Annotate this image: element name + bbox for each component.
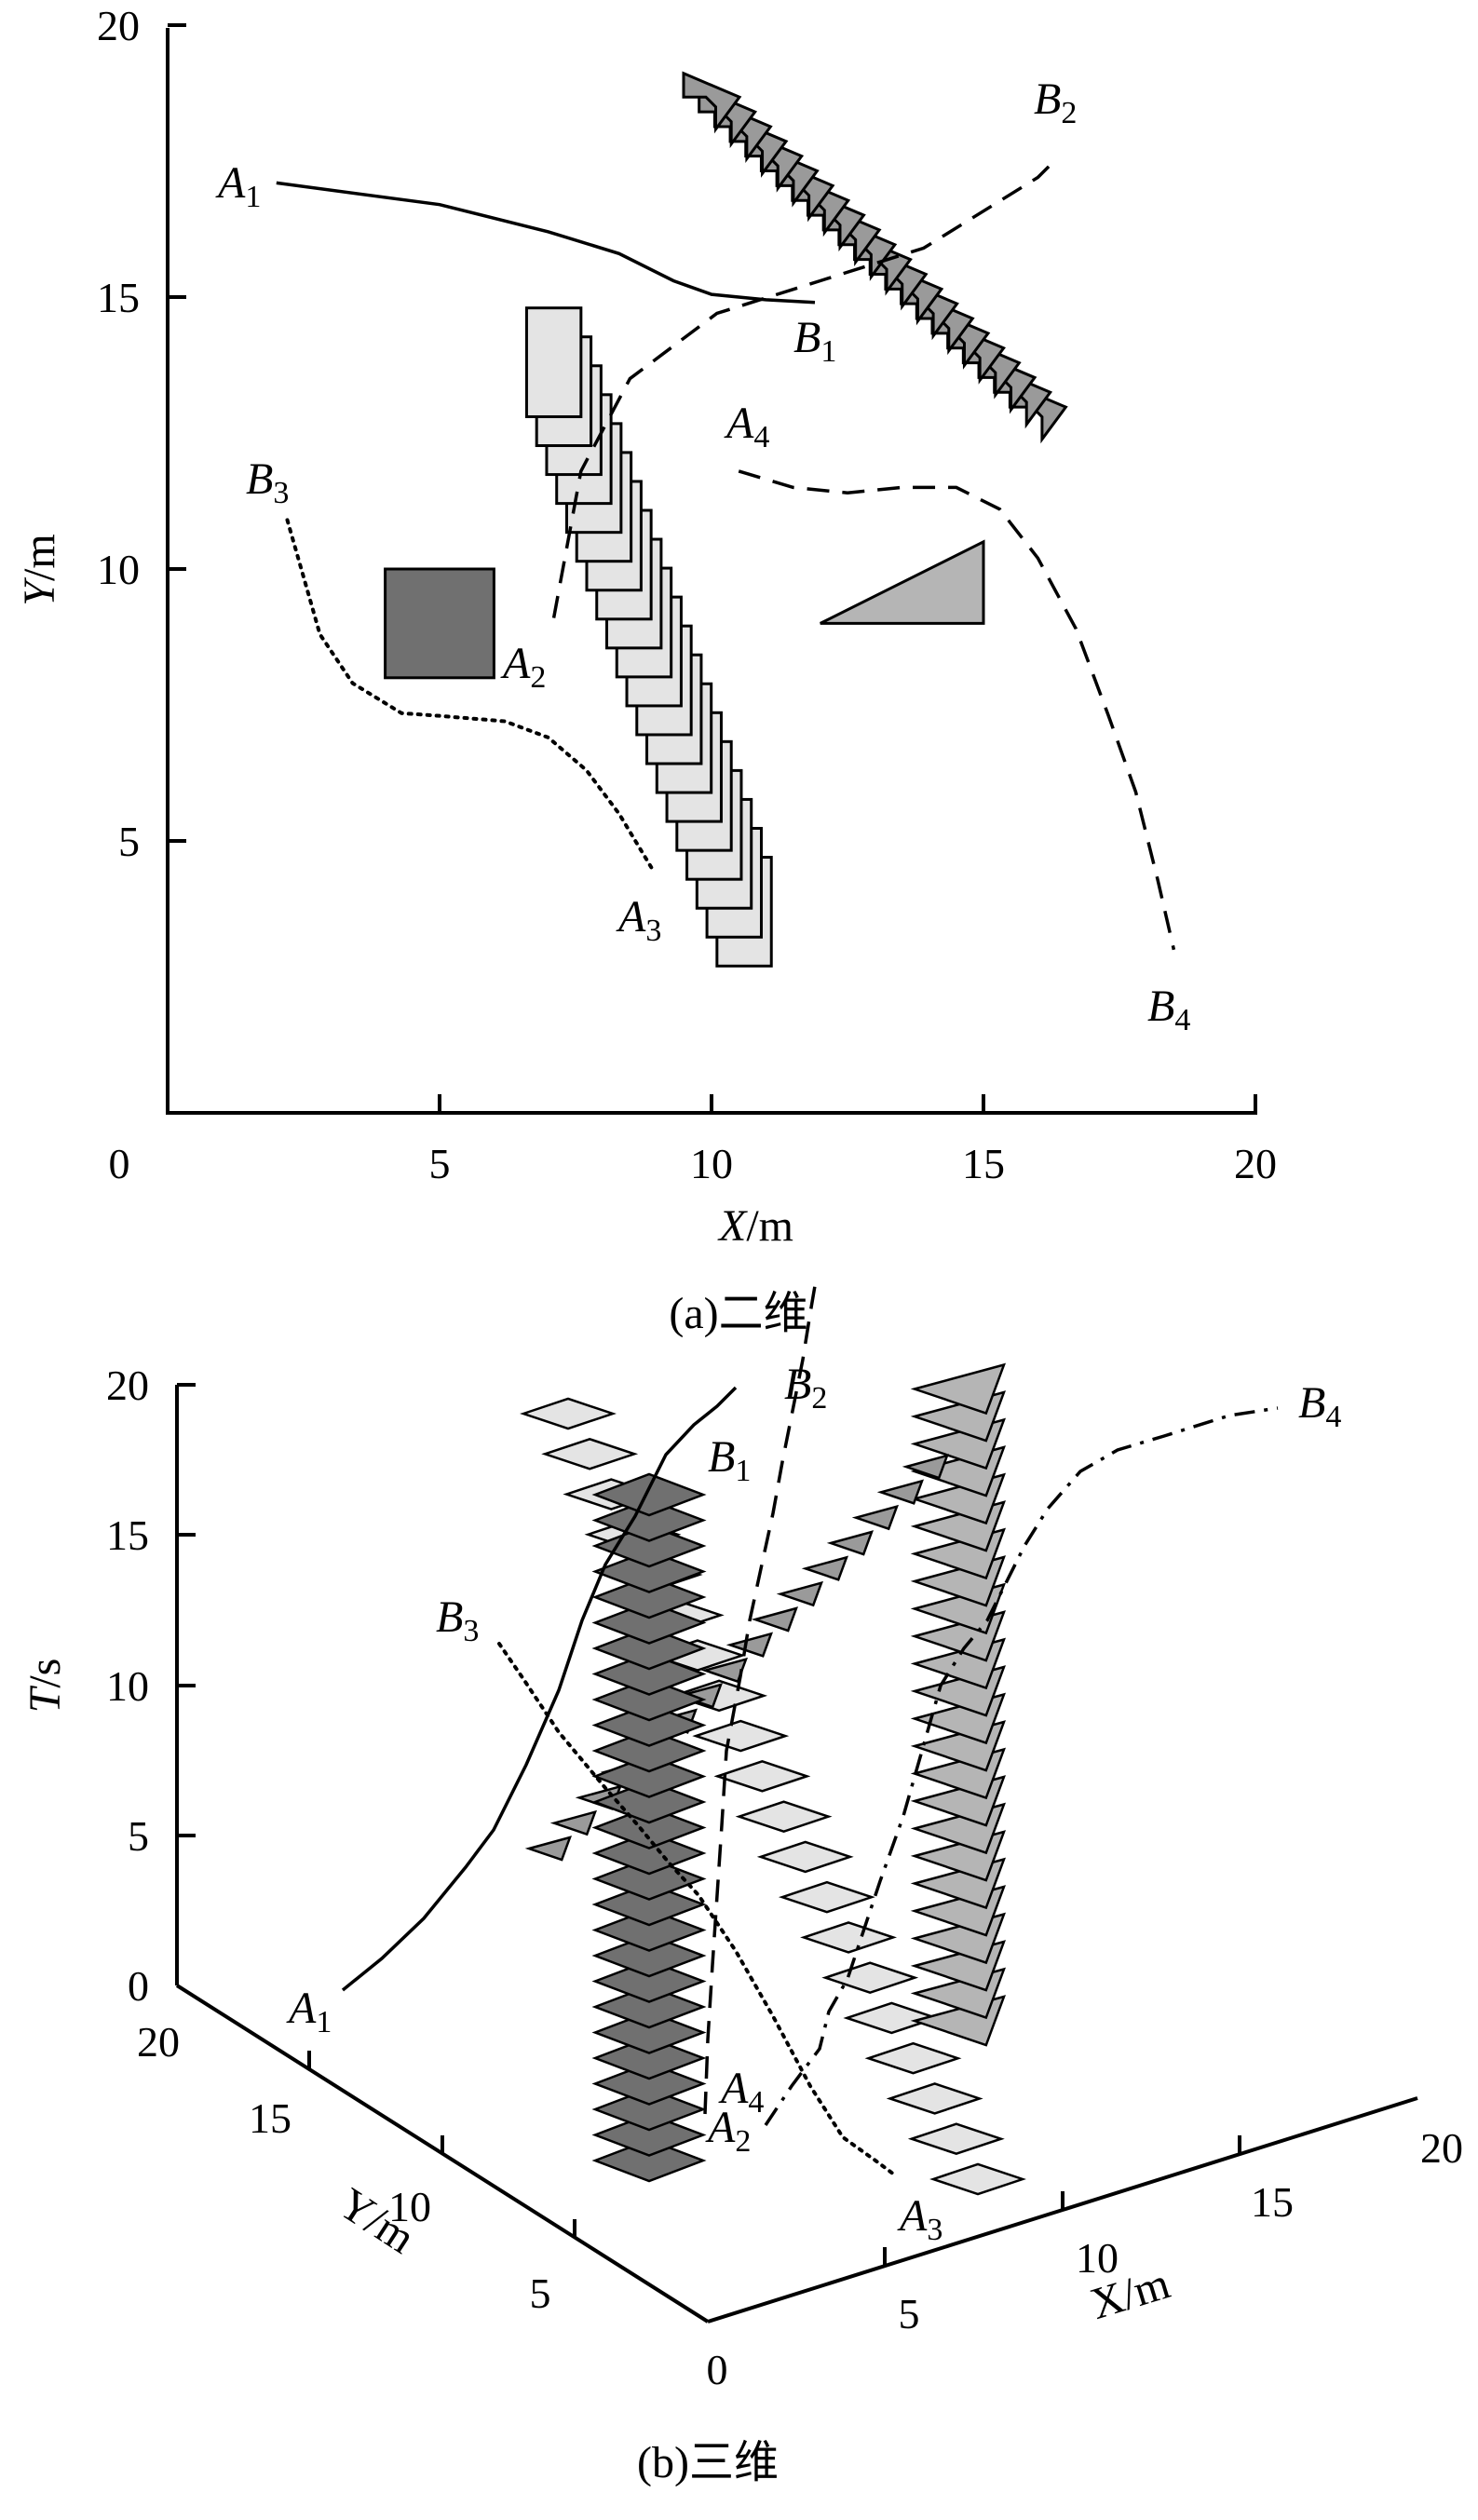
y-axis-label: Y/m (15, 534, 64, 605)
y3d-tick-label: 20 (137, 2018, 180, 2066)
moving-rect-obstacle-3d (692, 1719, 790, 1753)
x-tick-label: 5 (429, 1140, 451, 1187)
t-tick-label: 20 (106, 1362, 149, 1409)
x3d-tick-label: 10 (1076, 2234, 1119, 2282)
moving-rect-obstacle-3d (713, 1760, 811, 1793)
static-triangle-obstacle (820, 539, 985, 625)
t-tick-label: 10 (106, 1662, 149, 1710)
moving-rect-obstacle-3d (864, 2041, 962, 2075)
moving-chevron-obstacle (682, 71, 742, 134)
label-A4-3d: A4 (718, 2064, 764, 2120)
moving-rect-obstacle (524, 306, 583, 418)
static-square-obstacle-3d (591, 1472, 707, 1517)
label-B1-3d: B1 (708, 1432, 751, 1488)
x3d-tick-label: 5 (899, 2290, 920, 2337)
moving-chevron-obstacle-3d (725, 1632, 774, 1658)
path-2 (551, 165, 1051, 618)
panel-3d: 20 15 10 5 0 T/s 20 15 10 5 0 Y/m 5 10 1… (20, 1280, 1463, 2487)
moving-chevron-obstacle-3d (851, 1504, 900, 1531)
t-axis-ticks (177, 1383, 196, 1837)
moving-rect-obstacle-3d (735, 1800, 833, 1833)
moving-chevron-obstacle-3d (826, 1530, 875, 1556)
label-A4: A4 (724, 399, 769, 454)
y-tick-label: 20 (97, 2, 140, 49)
x-axis-label: X/m (717, 1201, 793, 1251)
label-B1: B1 (793, 313, 836, 369)
path-1 (276, 181, 816, 305)
moving-chevron-obstacle-3d (524, 1836, 573, 1862)
x-tick-label: 15 (962, 1140, 1005, 1187)
label-B4: B4 (1147, 982, 1190, 1037)
label-A1-3d: A1 (286, 1984, 332, 2039)
moving-obstacles (524, 71, 1068, 968)
trajectory-paths-3d (341, 1280, 1279, 2176)
path-4-3d (764, 1406, 1279, 2126)
y-tick-label: 10 (97, 546, 140, 593)
label-B2-3d: B2 (784, 1360, 827, 1416)
path-3 (285, 518, 654, 871)
t-tick-label: 0 (128, 1962, 149, 2010)
t-tick-label: 5 (128, 1812, 149, 1860)
x3d-tick-label: 15 (1251, 2178, 1294, 2226)
moving-rect-obstacle-3d (520, 1397, 617, 1430)
label-A3: A3 (616, 892, 661, 948)
trajectory-paths (276, 165, 1176, 951)
label-A2: A2 (500, 639, 546, 695)
label-B4-3d: B4 (1298, 1378, 1341, 1434)
label-A1: A1 (215, 158, 261, 214)
panel-2d: 0 5 10 15 20 5 10 15 20 X/m Y/m A1 B1 A2 B2 A3 B… (15, 2, 1277, 1338)
y-tick-label: 15 (97, 274, 140, 321)
x-tick-label: 0 (109, 1140, 130, 1187)
moving-chevron-obstacle-3d (751, 1606, 799, 1633)
moving-rect-obstacle-3d (929, 2162, 1026, 2196)
moving-rect-obstacle-3d (778, 1880, 875, 1914)
tick-label-group: 0 5 10 15 20 5 10 15 20 (97, 2, 1277, 1187)
triangle-obstacle-3d (910, 1362, 1007, 1416)
path-3-3d (497, 1642, 896, 2176)
label-A2-3d: A2 (705, 2103, 751, 2159)
caption-a: (a)二维 (669, 1289, 807, 1338)
label-B3: B3 (246, 454, 289, 510)
x-axis-3d-ticks (883, 2135, 1241, 2266)
static-square-obstacle (384, 567, 495, 680)
moving-rect-obstacle-3d (541, 1437, 639, 1470)
y3d-tick-label: 10 (388, 2183, 431, 2230)
caption-b: (b)三维 (637, 2438, 779, 2487)
moving-rect-obstacle-3d (907, 2122, 1005, 2156)
label-A3-3d: A3 (897, 2191, 942, 2247)
moving-rect-obstacle-3d (821, 1961, 919, 1995)
t-tick-label: 15 (106, 1511, 149, 1559)
y-tick-label: 5 (118, 818, 140, 865)
moving-chevron-obstacle-3d (876, 1479, 925, 1505)
t-axis-label: T/s (20, 1659, 70, 1714)
moving-chevron-obstacle-3d (902, 1454, 950, 1480)
x-tick-label: 10 (690, 1140, 733, 1187)
path-1-3d (341, 1386, 738, 1992)
y-axis-3d-ticks (307, 2051, 576, 2238)
moving-chevron-obstacle-3d (549, 1809, 598, 1836)
x3d-tick-label: 20 (1420, 2124, 1463, 2172)
path-4 (738, 469, 1176, 951)
y3d-tick-label: 0 (707, 2346, 728, 2393)
tick-group (168, 23, 1257, 1113)
moving-chevron-obstacle-3d (776, 1580, 824, 1607)
y3d-tick-label: 5 (530, 2269, 551, 2317)
path-2-3d (703, 1280, 818, 2115)
moving-rect-obstacle-3d (800, 1921, 898, 1954)
y3d-tick-label: 15 (249, 2094, 292, 2142)
label-B3-3d: B3 (436, 1592, 479, 1648)
x-tick-label: 20 (1234, 1140, 1277, 1187)
label-B2: B2 (1034, 75, 1077, 130)
static-obstacles (384, 539, 985, 680)
moving-rect-obstacle-3d (886, 2082, 983, 2115)
moving-chevron-obstacle-3d (801, 1555, 849, 1581)
moving-rect-obstacle-3d (756, 1840, 854, 1874)
